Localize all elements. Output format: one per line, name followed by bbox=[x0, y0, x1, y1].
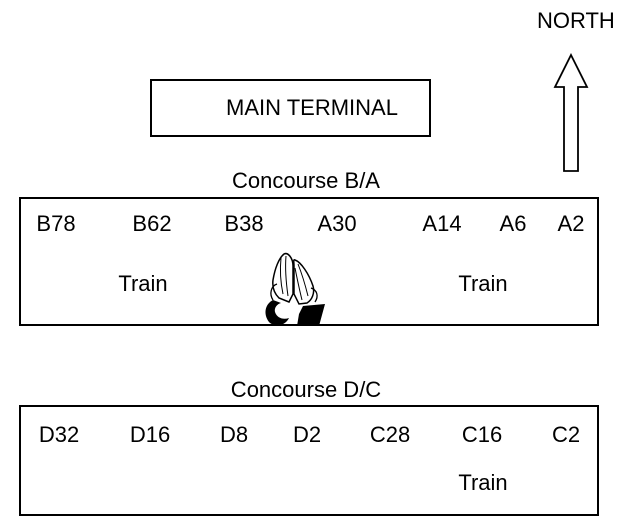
gate-label: D2 bbox=[292, 422, 322, 447]
gate-label: A6 bbox=[499, 211, 527, 236]
up-arrow-icon bbox=[553, 53, 589, 172]
gate-label: B78 bbox=[36, 211, 76, 236]
gate-label: A14 bbox=[422, 211, 462, 236]
concourse-ba-title: Concourse B/A bbox=[232, 168, 380, 193]
north-label: NORTH bbox=[537, 8, 615, 33]
gate-label: D32 bbox=[38, 422, 80, 447]
praying-hands-icon bbox=[265, 252, 325, 326]
main-terminal-label: MAIN TERMINAL bbox=[226, 95, 398, 120]
gate-label: B38 bbox=[224, 211, 264, 236]
concourse-dc-title: Concourse D/C bbox=[230, 377, 382, 402]
gate-label: C2 bbox=[551, 422, 581, 447]
gate-label: B62 bbox=[132, 211, 172, 236]
concourse-dc-box bbox=[19, 405, 599, 516]
gate-label: D16 bbox=[129, 422, 171, 447]
gate-label: D8 bbox=[219, 422, 249, 447]
gate-label: C16 bbox=[461, 422, 503, 447]
train-label: Train bbox=[458, 271, 508, 296]
train-label: Train bbox=[458, 470, 508, 495]
main-terminal-box bbox=[150, 79, 431, 137]
gate-label: C28 bbox=[369, 422, 411, 447]
gate-label: A2 bbox=[557, 211, 585, 236]
gate-label: A30 bbox=[317, 211, 357, 236]
train-label: Train bbox=[118, 271, 168, 296]
